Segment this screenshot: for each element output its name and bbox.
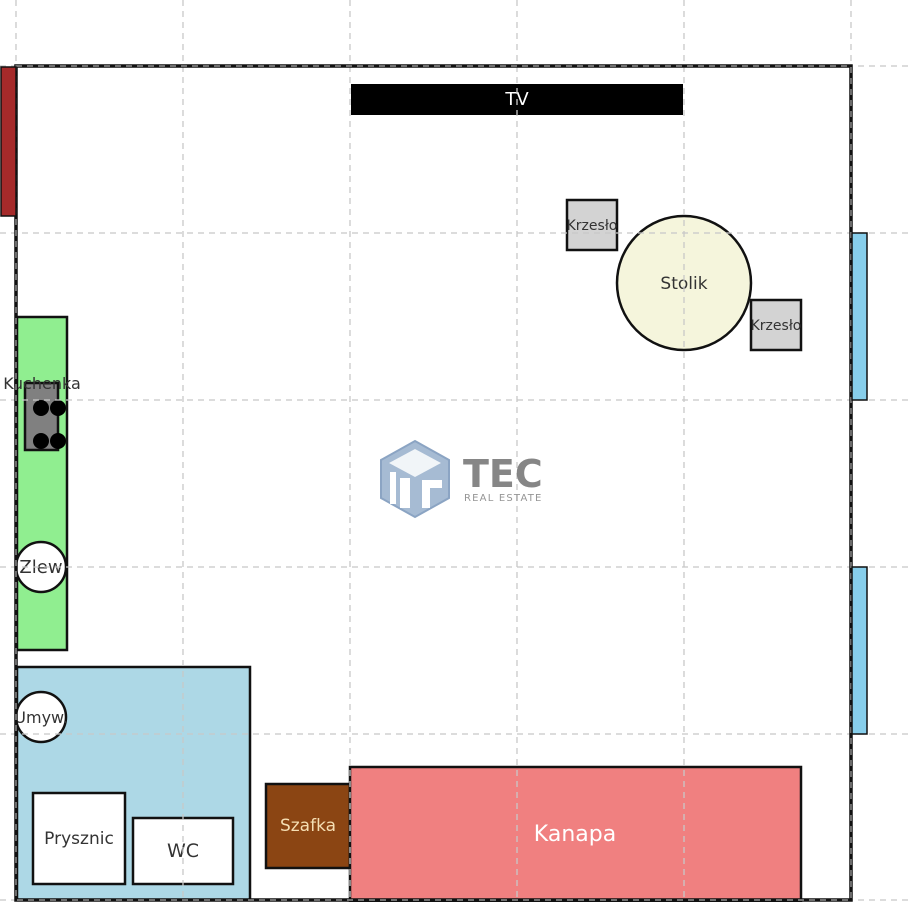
chair: Krzesło (749, 298, 803, 352)
stove-label: Kuchenka (3, 374, 81, 393)
sofa: Kanapa (348, 765, 803, 902)
sink-label: Zlew (19, 557, 62, 578)
sink: Zlew (14, 540, 68, 594)
kitchen-counter (15, 315, 69, 652)
sofa-label: Kanapa (534, 822, 616, 847)
brand-name: TEC (463, 452, 543, 496)
window (851, 232, 868, 401)
burner-icon (33, 433, 49, 449)
shower-label: Prysznic (44, 829, 114, 849)
cabinet-label: Szafka (280, 816, 336, 836)
chair: Krzesło (565, 198, 619, 252)
burner-icon (50, 433, 66, 449)
cube-logo-icon (380, 439, 450, 519)
burner-icon (50, 400, 66, 416)
shower: Prysznic (31, 791, 127, 886)
chair-label: Krzesło (567, 218, 618, 234)
cabinet: Szafka (264, 782, 352, 870)
watermark-logo: TEC REAL ESTATE (380, 439, 543, 519)
window (851, 566, 868, 735)
door (0, 66, 17, 217)
brand-tagline: REAL ESTATE (464, 493, 543, 504)
stove: Kuchenka (3, 374, 81, 452)
burner-icon (33, 400, 49, 416)
coffee-table: Stolik (615, 214, 753, 352)
chair-label: Krzesło (751, 318, 802, 334)
table-label: Stolik (660, 274, 707, 294)
washbasin: Umyw. (14, 690, 68, 744)
washbasin-label: Umyw. (14, 708, 67, 727)
